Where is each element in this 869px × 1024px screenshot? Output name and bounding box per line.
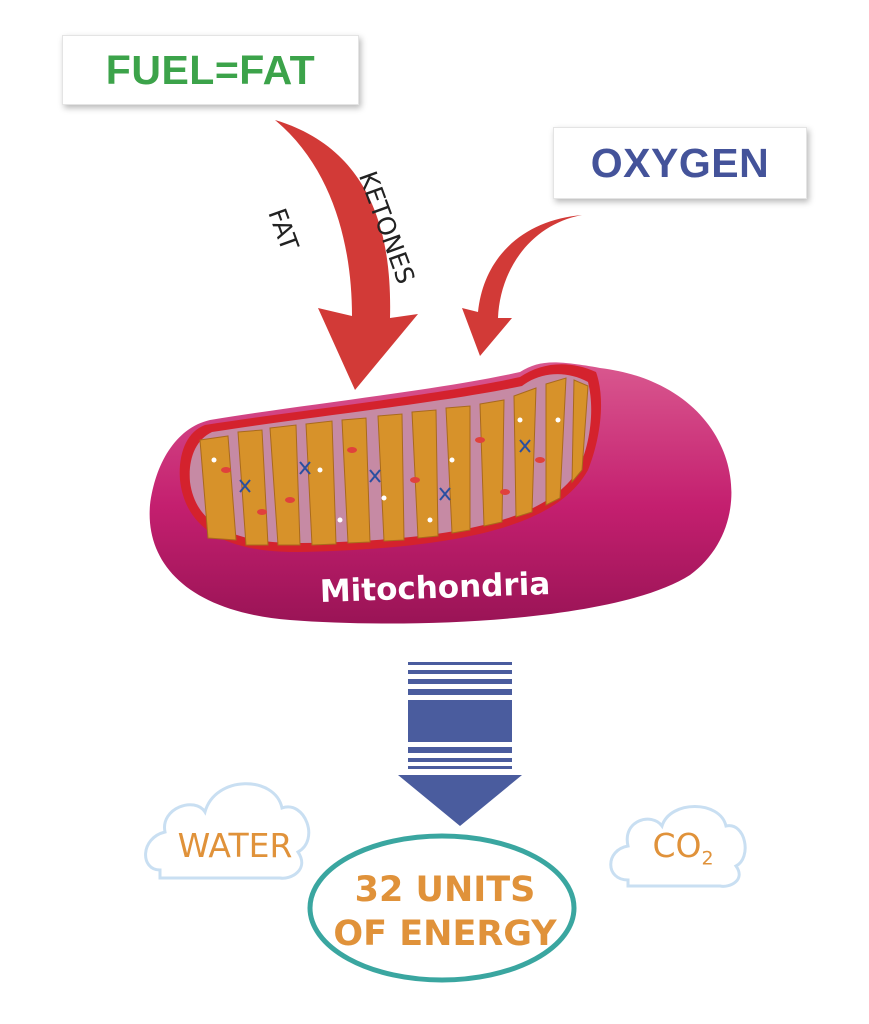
fuel-box: FUEL=FAT [62, 35, 359, 105]
oxygen-box: OXYGEN [553, 127, 807, 199]
oxygen-arrow [462, 215, 582, 356]
water-text: WATER [177, 826, 293, 865]
energy-arrow [398, 662, 522, 826]
mitochondria-icon [149, 362, 732, 624]
water-cloud [144, 782, 311, 880]
fat-arrow [275, 120, 418, 390]
co2-label: CO2 [628, 826, 738, 870]
water-label: WATER [160, 826, 310, 865]
energy-line-1: 32 UNITS [354, 870, 536, 910]
fuel-label: FUEL=FAT [105, 46, 316, 93]
energy-line-2: OF ENERGY [333, 914, 557, 954]
co2-text: CO [652, 826, 702, 865]
co2-subscript: 2 [701, 847, 714, 870]
energy-label: 32 UNITS OF ENERGY [315, 868, 575, 956]
oxygen-label: OXYGEN [590, 139, 770, 186]
energy-ellipse [307, 833, 577, 983]
co2-cloud [609, 805, 747, 888]
